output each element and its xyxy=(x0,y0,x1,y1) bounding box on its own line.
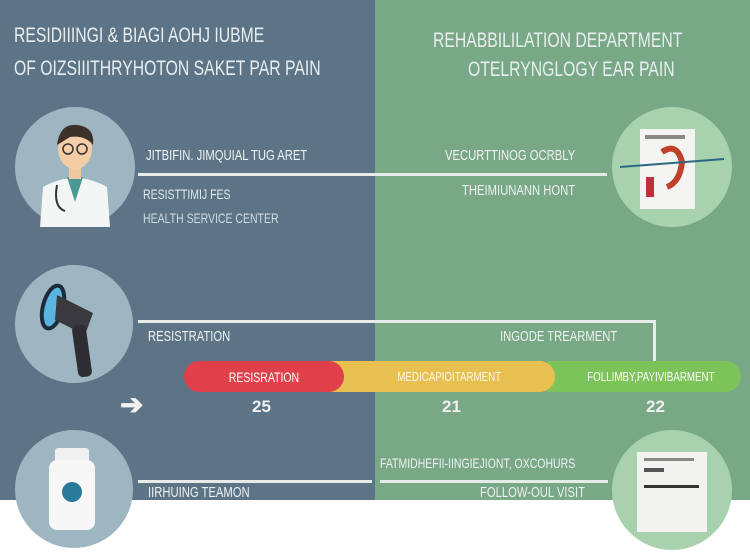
right-title-line2: OTELRYNGLOGY EAR PAIN xyxy=(468,58,675,81)
connector-line xyxy=(375,173,607,176)
right-row2-label: INGODE TREARMENT xyxy=(500,328,618,345)
right-title-line1: REHABBILILATION DEPARTMENT xyxy=(433,29,683,52)
progress-segment-followup: FOLLIMBY,PAYIVIBARMENT xyxy=(548,361,741,392)
right-row3-sub: FOLLOW-OUL VISIT xyxy=(480,484,586,501)
otoscope-avatar xyxy=(15,265,133,383)
medicine-avatar xyxy=(15,430,133,548)
left-row1-sub1: RESISTTIMIJ FES xyxy=(143,186,231,202)
ear-chart-illustration xyxy=(612,107,732,227)
left-title-line2: OF OIZSIIITHRYHOTON SAKET PAR PAIN xyxy=(14,57,321,80)
segment-label: FOLLIMBY,PAYIVIBARMENT xyxy=(586,369,715,384)
document-icon xyxy=(637,452,707,532)
segment-value: 21 xyxy=(442,397,461,416)
left-panel xyxy=(0,0,375,500)
left-row2-label: RESISTRATION xyxy=(148,328,231,345)
segment-value: 25 xyxy=(252,397,271,416)
ear-diagram-icon xyxy=(619,129,725,209)
connector-line xyxy=(138,320,375,323)
connector-line xyxy=(380,480,608,483)
progress-segment-registration: RESISRATION xyxy=(184,361,344,392)
right-panel xyxy=(375,0,750,500)
medicine-bottle-icon xyxy=(49,448,95,530)
segment-label: RESISRATION xyxy=(228,368,300,385)
right-row1-label: VECURTTINOG OCRBLY xyxy=(445,147,576,164)
right-row1-sub: THEIMIUNANN HONT xyxy=(462,182,576,199)
right-row3-label: FATMIDHEFII-IINGIEJIONT, OXCOHURS xyxy=(380,455,576,471)
connector-line xyxy=(375,320,655,323)
otoscope-icon xyxy=(39,283,93,378)
segment-value: 22 xyxy=(646,397,665,416)
report-illustration xyxy=(612,430,732,550)
left-title-line1: RESIDIIINGI & BIAGI AOHJ IUBME xyxy=(14,24,265,47)
connector-line xyxy=(653,320,656,362)
connector-line xyxy=(138,173,375,176)
doctor-avatar xyxy=(15,107,135,227)
arrow-right-icon: ➔ xyxy=(120,389,144,420)
segment-label: MEDICAPIOITARMENT xyxy=(397,369,502,384)
left-row1-label: JITBIFIN. JIMQUIAL TUG ARET xyxy=(146,147,308,164)
progress-segment-medical: MEDICAPIOITARMENT xyxy=(330,361,555,392)
doctor-icon xyxy=(40,124,110,227)
left-row3-label: IIRHUING TEAMON xyxy=(148,484,250,501)
left-row1-sub2: HEALTH SERVICE CENTER xyxy=(143,210,279,226)
connector-line xyxy=(138,480,372,483)
